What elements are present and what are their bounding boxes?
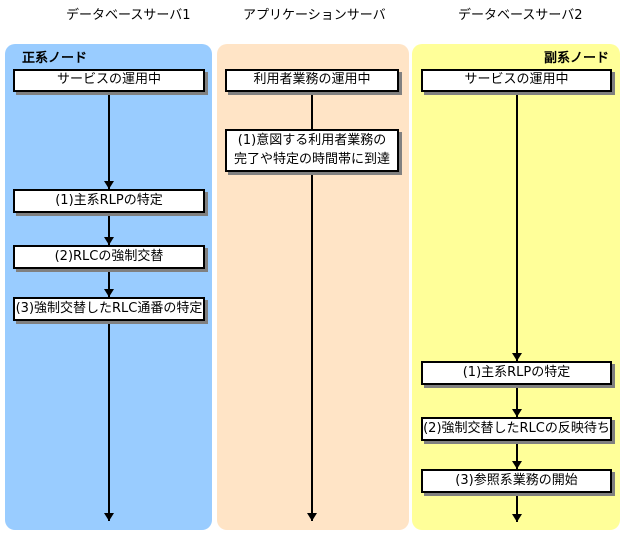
flow-box-identify-primary-rlp: (1)主系RLPの特定 (13, 189, 205, 213)
flow-box-service-running-secondary: サービスの運用中 (421, 69, 612, 92)
flow-box-identify-swapped-rlc-number: (3)強制交替したRLC通番の特定 (13, 297, 205, 321)
flow-box-service-running-primary: サービスの運用中 (13, 69, 205, 92)
arrowhead-icon (512, 409, 522, 417)
arrowhead-icon (512, 353, 522, 361)
flow-box-label: (3)参照系業務の開始 (455, 472, 578, 488)
column-title-db-server-1: データベースサーバ1 (66, 8, 191, 23)
flow-box-label: サービスの運用中 (464, 72, 569, 88)
flow-line (516, 441, 518, 469)
flow-line (311, 172, 313, 521)
flow-box-force-swap-rlc: (2)RLCの強制交替 (13, 245, 205, 269)
panel-application-server (217, 44, 409, 530)
flow-line (108, 269, 110, 297)
node-label-primary: 正系ノード (22, 51, 88, 66)
arrowhead-icon (104, 181, 114, 189)
flow-box-label: (1)主系RLPの特定 (55, 192, 163, 208)
flow-box-start-reference-operations: (3)参照系業務の開始 (421, 469, 612, 493)
flow-box-label: (3)強制交替したRLC通番の特定 (15, 300, 203, 316)
flow-box-label: サービスの運用中 (56, 72, 161, 88)
flow-line (516, 385, 518, 417)
flow-box-intended-completion-or-time: (1)意図する利用者業務の 完了や特定の時間帯に到達 (225, 129, 399, 172)
flow-box-identify-primary-rlp-secondary: (1)主系RLPの特定 (421, 361, 612, 385)
column-title-application-server: アプリケーションサーバ (243, 8, 386, 23)
arrowhead-icon (104, 289, 114, 297)
flow-box-label: (2)RLCの強制交替 (54, 248, 164, 264)
node-label-secondary: 副系ノード (543, 51, 609, 66)
flow-line (311, 92, 313, 129)
column-title-db-server-2: データベースサーバ2 (458, 8, 583, 23)
flow-line (108, 213, 110, 245)
arrowhead-icon (307, 513, 317, 521)
flow-box-wait-rlc-reflection: (2)強制交替したRLCの反映待ち (421, 417, 612, 441)
flow-box-label: (2)強制交替したRLCの反映待ち (423, 420, 610, 436)
flow-box-label: (1)主系RLPの特定 (462, 364, 571, 380)
flow-box-label: (1)意図する利用者業務の (237, 133, 387, 149)
arrowhead-icon (104, 513, 114, 521)
flow-line (516, 493, 518, 522)
flow-box-label: 完了や特定の時間帯に到達 (233, 151, 390, 167)
flow-line (516, 92, 518, 361)
flow-line (108, 321, 110, 521)
flow-box-user-operations-running: 利用者業務の運用中 (225, 69, 399, 92)
flow-box-label: 利用者業務の運用中 (253, 72, 371, 88)
arrowhead-icon (512, 461, 522, 469)
flow-line (108, 92, 110, 189)
arrowhead-icon (512, 514, 522, 522)
arrowhead-icon (104, 237, 114, 245)
